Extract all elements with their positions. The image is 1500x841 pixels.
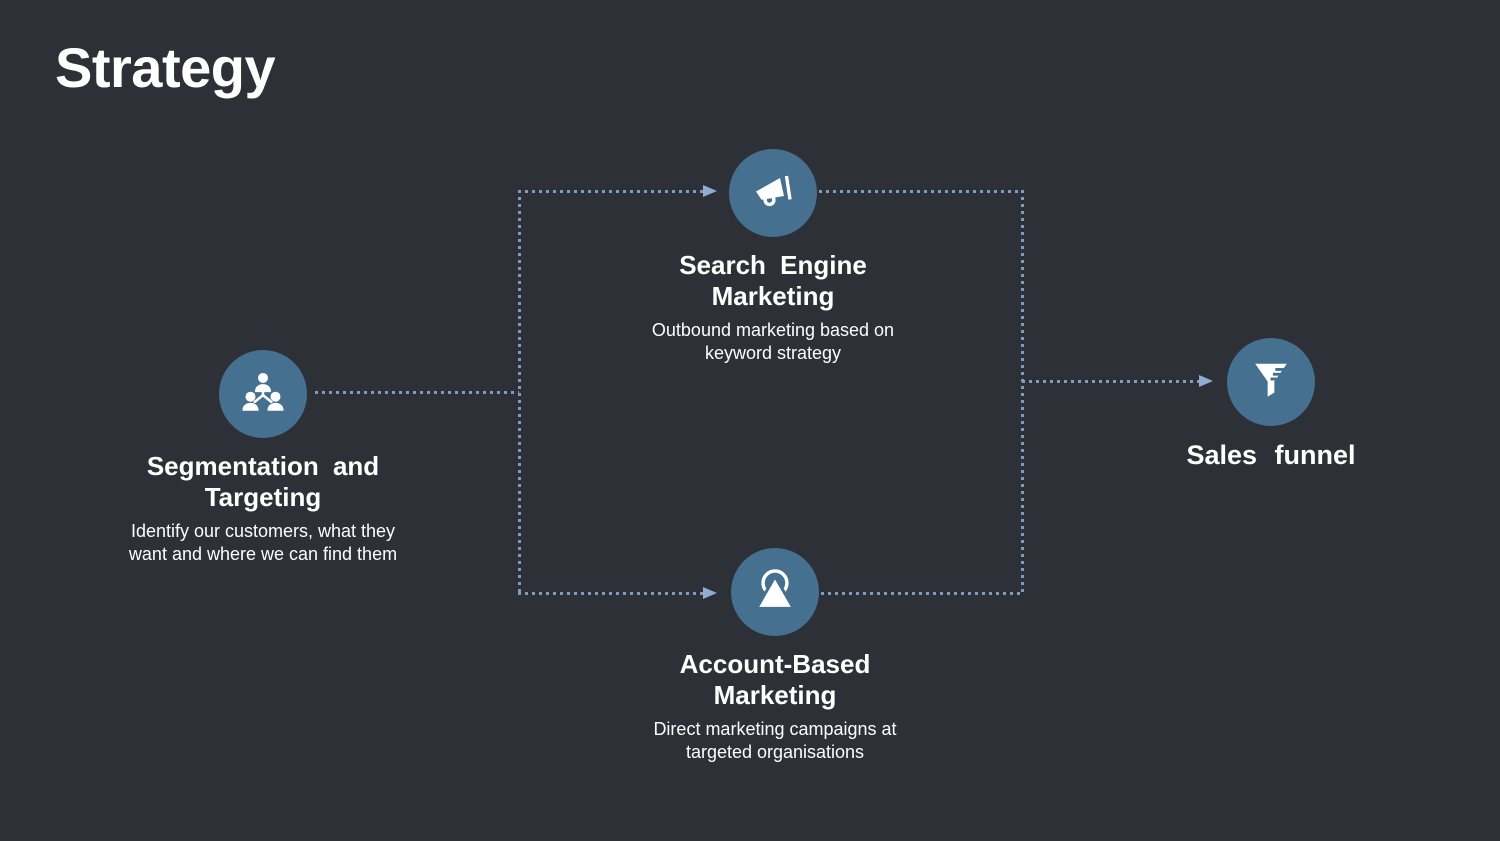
connector-sem-to-right bbox=[819, 190, 1022, 193]
connector-right-vertical bbox=[1021, 190, 1024, 594]
node-account-based-marketing: Account-Based Marketing Direct marketing… bbox=[585, 548, 965, 764]
node-description: Direct marketing campaigns at targeted o… bbox=[653, 719, 897, 762]
megaphone-icon bbox=[749, 167, 797, 220]
connector-to-funnel bbox=[1022, 380, 1200, 383]
funnel-circle bbox=[1227, 338, 1315, 426]
funnel-icon bbox=[1248, 357, 1294, 408]
node-title: Sales funnel bbox=[1186, 440, 1356, 470]
connector-segmentation-to-branch bbox=[315, 391, 519, 394]
connector-left-vertical bbox=[518, 190, 521, 594]
node-description: Identify our customers, what they want a… bbox=[128, 521, 398, 564]
node-segmentation-and-targeting: Segmentation and Targeting Identify our … bbox=[73, 350, 453, 566]
account-target-icon bbox=[749, 564, 801, 621]
connector-to-sem bbox=[518, 190, 703, 193]
team-network-icon bbox=[238, 367, 288, 422]
abm-circle bbox=[731, 548, 819, 636]
connector-abm-to-right bbox=[821, 592, 1022, 595]
node-title: Segmentation and Targeting bbox=[146, 451, 380, 512]
arrowhead-to-abm bbox=[703, 587, 717, 599]
node-description: Outbound marketing based on keyword stra… bbox=[651, 320, 895, 363]
node-title: Search Engine Marketing bbox=[679, 250, 867, 311]
node-search-engine-marketing: Search Engine Marketing Outbound marketi… bbox=[583, 149, 963, 365]
slide-title: Strategy bbox=[55, 36, 276, 99]
arrowhead-to-funnel bbox=[1199, 375, 1213, 387]
node-sales-funnel: Sales funnel bbox=[1081, 338, 1461, 471]
arrowhead-to-sem bbox=[703, 185, 717, 197]
segmentation-circle bbox=[219, 350, 307, 438]
connector-to-abm bbox=[518, 592, 703, 595]
sem-circle bbox=[729, 149, 817, 237]
node-title: Account-Based Marketing bbox=[679, 649, 871, 710]
